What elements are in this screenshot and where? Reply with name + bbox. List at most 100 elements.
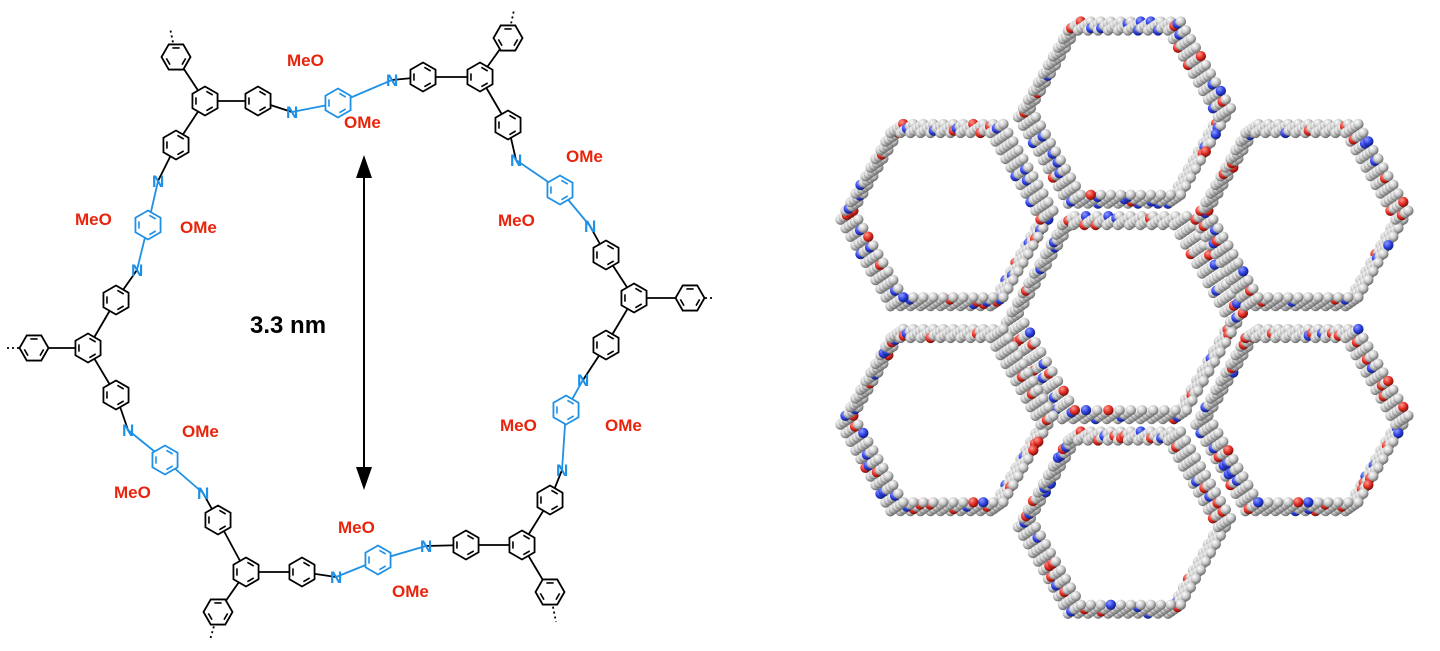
carbon-atom	[1210, 487, 1222, 498]
carbon-atom	[998, 118, 1009, 130]
carbon-atom	[1218, 231, 1229, 242]
carbon-atom	[1175, 426, 1187, 437]
carbon-atom	[958, 497, 969, 508]
carbon-atom	[1388, 384, 1399, 395]
carbon-atom	[1218, 436, 1229, 447]
carbon-atom	[1038, 393, 1049, 404]
carbon-atom	[1190, 163, 1202, 174]
phenyl-ring	[288, 556, 316, 588]
oxygen-atom	[968, 497, 979, 508]
benzene-rings	[18, 24, 706, 626]
carbon-atom	[1043, 196, 1054, 208]
carbon-atom	[1136, 405, 1148, 416]
carbon-atom	[1200, 469, 1212, 481]
carbon-atom	[988, 497, 999, 508]
carbon-atom	[1075, 599, 1087, 610]
carbon-atom	[868, 240, 879, 251]
carbon-atom	[1181, 211, 1193, 222]
carbon-atom	[1333, 292, 1344, 303]
phenyl-ring	[409, 61, 437, 93]
imine-n-label: N	[577, 371, 589, 390]
carbon-atom	[1263, 292, 1274, 303]
carbon-atom	[853, 419, 864, 430]
carbon-atom	[1052, 375, 1064, 387]
carbon-atom	[1403, 410, 1414, 421]
carbon-atom	[1192, 385, 1204, 396]
carbon-atom	[878, 462, 889, 473]
carbon-atom	[1393, 393, 1404, 404]
arrow-head-down	[356, 467, 372, 490]
carbon-atom	[1238, 471, 1249, 482]
carbon-atom	[1013, 266, 1024, 277]
oxygen-atom	[1200, 146, 1212, 157]
carbon-atom	[1204, 366, 1215, 377]
oxygen-atom	[1398, 401, 1409, 413]
oxygen-atom	[1085, 189, 1097, 200]
carbon-atom	[1190, 452, 1202, 463]
central-benzene-ring	[232, 556, 260, 588]
carbon-atom	[1040, 129, 1052, 140]
carbon-atom	[878, 257, 889, 268]
carbon-atom	[1008, 341, 1019, 352]
carbon-atom	[918, 497, 929, 508]
carbon-atom	[1114, 405, 1125, 416]
carbon-atom	[1085, 599, 1097, 610]
carbon-atom	[1313, 292, 1324, 303]
methoxy-label: MeO	[500, 416, 537, 435]
oxygen-atom	[1028, 445, 1039, 456]
carbon-atom	[1018, 257, 1029, 268]
framework-bonds	[5, 9, 715, 641]
carbon-atom	[998, 323, 1009, 335]
carbon-atom	[1378, 162, 1389, 173]
carbon-atom	[1225, 513, 1237, 524]
nitrogen-atom	[1393, 427, 1404, 439]
carbon-atom	[1200, 556, 1212, 567]
carbon-atom	[1008, 136, 1019, 147]
nitrogen-atom	[1383, 240, 1394, 251]
carbon-atom	[1383, 170, 1394, 182]
carbon-atom	[1045, 137, 1057, 148]
carbon-atom	[1378, 367, 1389, 378]
central-benzene-ring	[74, 332, 102, 364]
space-filling-model-panel	[835, 16, 1414, 619]
carbon-atom	[863, 436, 874, 447]
imine-n-label: N	[330, 568, 342, 587]
carbon-atom	[1013, 349, 1024, 361]
carbon-atom	[1095, 189, 1107, 200]
carbon-atom	[1368, 349, 1379, 361]
central-benzene-ring	[620, 282, 648, 314]
carbon-atom	[988, 292, 999, 303]
carbon-atom	[1003, 127, 1014, 138]
carbon-atom	[1373, 462, 1384, 473]
methoxy-label: OMe	[182, 422, 219, 441]
carbon-atom	[1155, 599, 1167, 610]
carbon-atom	[1030, 521, 1042, 533]
imine-n-label: N	[152, 172, 164, 191]
carbon-atom	[1036, 346, 1047, 358]
carbon-atom	[1180, 590, 1192, 602]
carbon-atom	[1205, 137, 1217, 148]
pore-diameter-label: 3.3 nm	[250, 312, 326, 339]
carbon-atom	[1373, 153, 1384, 164]
carbon-atom	[1226, 327, 1237, 338]
carbon-atom	[1145, 599, 1157, 610]
carbon-atom	[1273, 292, 1284, 303]
phenyl-ring	[592, 239, 620, 271]
carbon-atom	[1155, 189, 1167, 200]
carbon-atom	[1038, 427, 1049, 439]
carbon-atom	[1185, 172, 1197, 183]
nitrogen-atom	[1363, 136, 1374, 147]
carbon-atom	[1040, 539, 1052, 550]
carbon-atom	[1353, 292, 1364, 303]
carbon-atom	[1185, 33, 1197, 45]
phenyl-ring	[244, 85, 272, 117]
carbon-atom	[893, 283, 904, 294]
carbon-atom	[1033, 384, 1044, 395]
carbon-atom	[1048, 205, 1059, 216]
carbon-atom	[873, 453, 884, 465]
carbon-atom	[1263, 497, 1274, 508]
oxygen-atom	[1363, 479, 1374, 491]
carbon-atom	[1125, 189, 1137, 200]
methoxy-label: MeO	[287, 51, 324, 70]
oxygen-atom	[1398, 196, 1409, 208]
